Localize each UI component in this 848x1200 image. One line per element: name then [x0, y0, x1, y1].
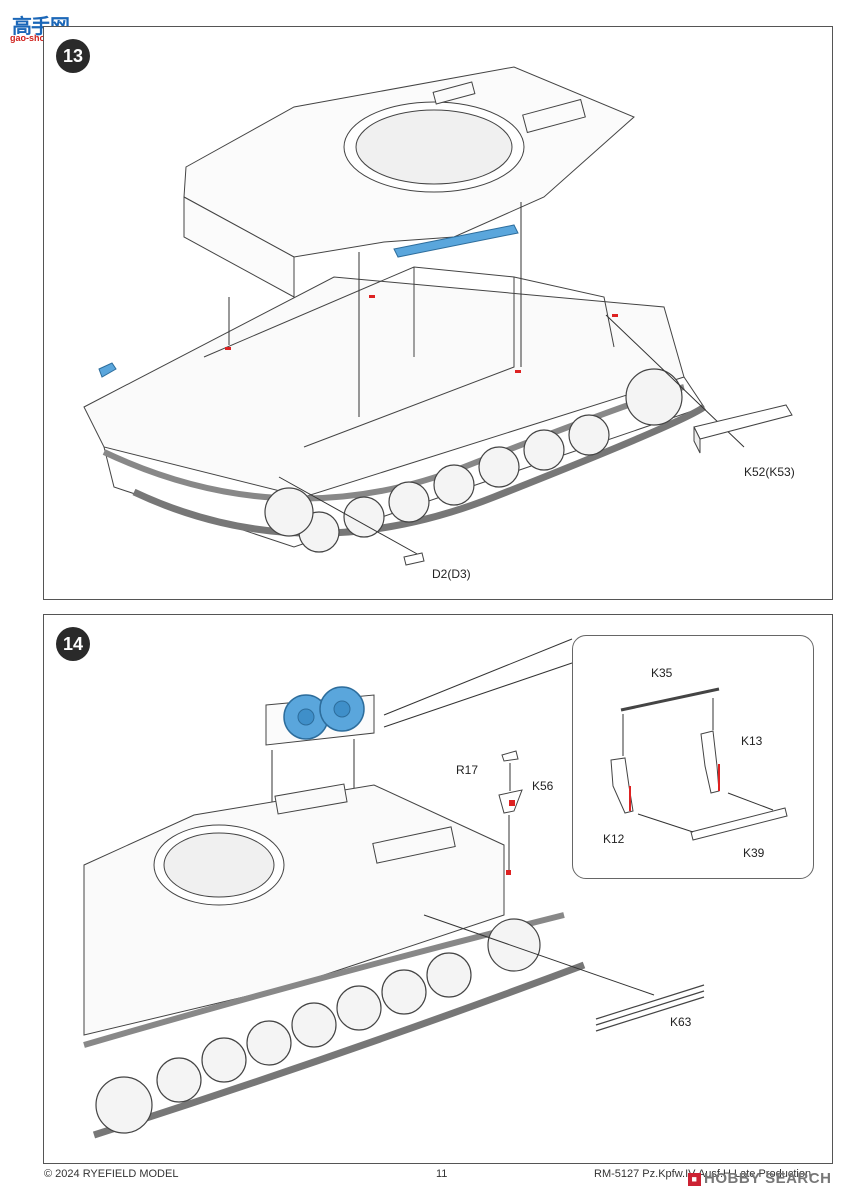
detail-inset: K35 K13 K12 K39: [572, 635, 814, 879]
label-d2: D2(D3): [432, 567, 471, 581]
site-logo-url: gao-shou.com: [10, 33, 72, 43]
step-14-illustration: [83, 638, 705, 1139]
watermark-logo-icon: ■: [688, 1172, 701, 1186]
step-14-badge: 14: [56, 627, 90, 661]
part-k52-drawing: [693, 404, 793, 440]
inset-label-k39: K39: [743, 846, 765, 860]
label-k56: K56: [532, 779, 554, 793]
label-k63: K63: [670, 1015, 692, 1029]
footer-product: RM-5127 Pz.Kpfw.IV Ausf.H Late Productio…: [594, 1168, 812, 1180]
step-13-panel: 13: [43, 26, 833, 600]
hull-body: [83, 276, 685, 498]
footer-page-number: 11: [436, 1168, 448, 1180]
inset-label-k12: K12: [603, 832, 625, 846]
inset-label-k13: K13: [741, 734, 763, 748]
label-r17: R17: [456, 763, 479, 777]
watermark-text: HOBBY SEARCH: [704, 1170, 832, 1187]
step-13-badge: 13: [56, 39, 90, 73]
footer-copyright: © 2024 RYEFIELD MODEL: [44, 1168, 179, 1180]
inset-label-k35: K35: [651, 666, 673, 680]
step-14-panel: 14: [43, 614, 833, 1164]
label-k52: K52(K53): [744, 465, 795, 479]
step-13-illustration: [83, 66, 793, 566]
hull-body: [83, 784, 505, 1036]
inset-illustration: [610, 687, 788, 841]
hobby-search-watermark: ■HOBBY SEARCH: [688, 1170, 831, 1187]
